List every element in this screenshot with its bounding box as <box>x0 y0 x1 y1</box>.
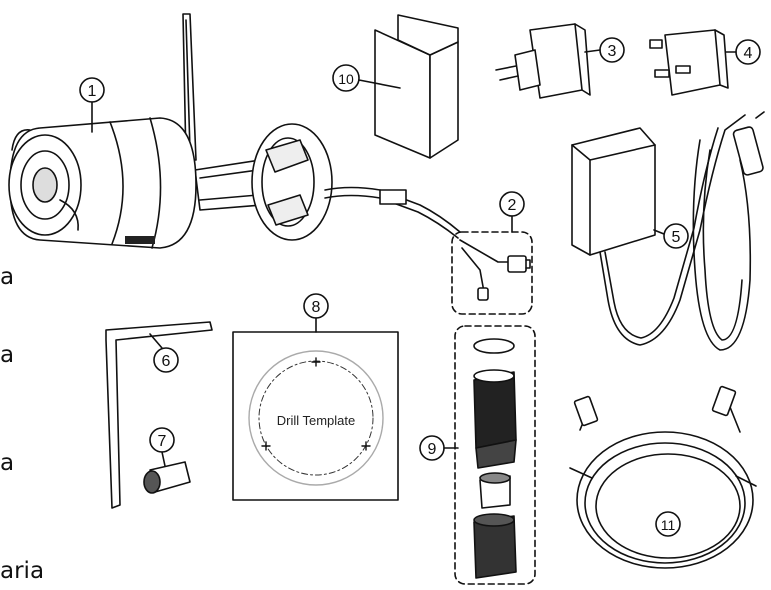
callout-11: 11 <box>655 511 681 537</box>
callout-9: 9 <box>419 435 459 461</box>
callout-6: 6 <box>149 333 179 373</box>
callout-4: 4 <box>725 39 761 65</box>
callout-9-number: 9 <box>428 441 437 458</box>
ethernet-cable-illustration <box>569 385 757 569</box>
callout-4-number: 4 <box>744 45 753 62</box>
drill-template-illustration: Drill Template <box>232 331 399 501</box>
callout-5: 5 <box>653 223 689 249</box>
side-text-fragment-1: a <box>0 264 15 290</box>
side-text-fragment-3: a <box>0 450 15 476</box>
callout-1: 1 <box>79 77 105 133</box>
callout-6-number: 6 <box>162 353 171 370</box>
drill-template-label: Drill Template <box>277 413 356 428</box>
callout-10-number: 10 <box>338 71 354 87</box>
callout-3: 3 <box>584 37 625 63</box>
cable-connector-group <box>451 231 533 315</box>
side-text-fragment-2: a <box>0 342 15 368</box>
uk-plug-illustration <box>649 29 729 96</box>
allen-key-illustration <box>105 321 213 509</box>
callout-7: 7 <box>149 427 175 467</box>
callout-10: 10 <box>332 64 401 92</box>
callout-7-number: 7 <box>158 433 167 450</box>
callout-5-number: 5 <box>672 229 681 246</box>
wall-anchor-illustration <box>143 461 191 494</box>
callout-2: 2 <box>499 191 525 233</box>
power-adapter-illustration <box>571 111 765 351</box>
callout-3-number: 3 <box>608 43 617 60</box>
manual-illustration <box>374 14 459 159</box>
eu-plug-illustration <box>495 23 591 99</box>
callout-1-number: 1 <box>88 83 97 100</box>
waterproof-kit-illustration <box>454 325 536 585</box>
camera-illustration <box>8 13 461 249</box>
side-text-fragment-4: aria <box>0 558 45 584</box>
callout-8-number: 8 <box>312 299 321 316</box>
callout-2-number: 2 <box>508 197 517 214</box>
callout-8: 8 <box>303 293 329 333</box>
callout-11-number: 11 <box>661 517 676 533</box>
